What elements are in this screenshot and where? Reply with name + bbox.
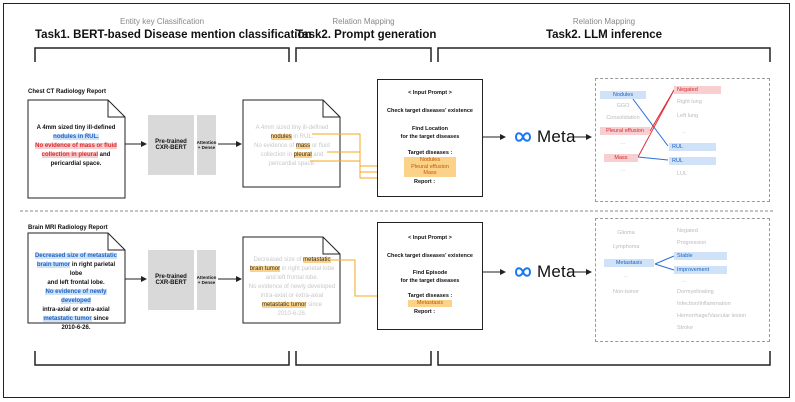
mri-prompt-targets-label: Target diseases :: [407, 293, 453, 299]
ct-prompt-targets-label: Target diseases :: [407, 150, 453, 156]
mri-bert-model: Pre-trained CXR-BERT: [148, 250, 194, 310]
meta-wordmark: Meta: [537, 262, 576, 281]
ct-opt-lul: LUL: [677, 171, 688, 177]
mri-doc-highlight-newly: No evidence of newly developed: [45, 289, 107, 304]
top-bracket-prompt: [295, 47, 432, 62]
meta-wordmark: Meta: [537, 127, 576, 146]
ct-report-title: Chest CT Radiology Report: [28, 89, 107, 95]
ct-doc-highlight-mass: No evidence of mass or fluid: [35, 143, 117, 149]
ct-opt-right-lung: Right lung: [677, 99, 702, 105]
mri-meta-logo: Meta: [513, 262, 576, 282]
ct-opt-rul: RUL: [669, 143, 716, 151]
ct-link-nodules-rul: [629, 94, 669, 147]
mri-opt-non-tumor: Non-tumor: [613, 289, 639, 295]
mri-target-list: Metastasis: [408, 300, 452, 307]
ct-prompt-box: < Input Prompt > Check target diseases' …: [377, 79, 483, 197]
ct-opt-mass: Mass: [604, 154, 638, 162]
mri-opt-ellipsis: ...: [681, 278, 687, 284]
ct-report-text: A 4mm sized tiny ill-defined nodules in …: [35, 125, 117, 167]
mri-opt-glioma: Glioma: [617, 230, 635, 236]
ct-target-item: Nodules: [419, 157, 441, 163]
mri-opt-stable: Stable: [674, 252, 727, 260]
ct-opt-negated: Negated: [674, 86, 721, 94]
mri-report-label: Report :: [414, 309, 436, 315]
ct-target-item: Pleural effusion: [411, 163, 449, 170]
ct-opt-ggo: GGO: [616, 103, 630, 109]
mri-classified-tumor: metastatic tumor: [261, 302, 307, 308]
ct-prompt-line: Check target diseases' existence: [387, 108, 473, 114]
mri-inference-box: [595, 218, 770, 342]
ct-prompt-line: Find Location: [411, 126, 449, 132]
mri-opt-metastasis: Metastasis: [604, 259, 654, 267]
ct-target-list: Nodules Pleural effusion Mass: [404, 157, 456, 177]
mri-link-metastasis-improvement: [654, 263, 675, 271]
bottom-bracket-task1: [34, 351, 290, 366]
mri-doc-highlight-tumor: metastatic tumor: [43, 316, 92, 322]
mri-target-item: Metastasis: [416, 300, 444, 306]
figure-frame: [3, 3, 790, 398]
mri-report-text: Decreased size of metastatic brain tumor…: [34, 253, 118, 331]
ct-doc-line: A 4mm sized tiny ill-defined: [36, 125, 116, 131]
col1-subtitle: Entity key Classification: [119, 17, 205, 26]
ct-report-label: Report :: [414, 179, 436, 185]
ct-bert-model: Pre-trained CXR-BERT: [148, 115, 194, 175]
mri-classified-text: Decreased size of metastatic brain tumor…: [248, 257, 336, 317]
ct-opt-consolidation: Consolidation: [606, 115, 640, 121]
mri-opt-lymphoma: Lymphoma: [612, 244, 640, 250]
mri-prompt-line: for the target diseases: [400, 278, 460, 284]
mri-opt-ellipsis: ...: [623, 273, 629, 279]
ct-classified-nodules: nodules: [270, 134, 292, 140]
ct-inference-box: [595, 78, 770, 202]
col2-title: Task2. Prompt generation: [296, 29, 437, 41]
ct-link-mass-rul: [637, 156, 669, 161]
ct-prompt-line: for the target diseases: [400, 134, 460, 140]
top-bracket-task1: [34, 47, 290, 62]
mri-doc-highlight-metastatic: Decreased size of metastatic: [34, 253, 118, 259]
ct-doc-highlight-nodules: nodules in RUL.: [53, 134, 99, 140]
mri-prompt-title: < Input Prompt >: [408, 235, 452, 241]
mri-prompt-box: < Input Prompt > Check target diseases' …: [377, 222, 483, 330]
ct-opt-rul-2: RUL: [669, 157, 716, 165]
mri-opt-progression: Progression: [677, 240, 707, 246]
col2-subtitle: Relation Mapping: [332, 17, 395, 26]
meta-infinity-icon: [514, 132, 532, 142]
ct-doc-line: pericardial space.: [50, 161, 102, 167]
ct-opt-ellipsis: ...: [620, 140, 626, 146]
ct-attention-dense: Attention + Dense: [197, 115, 216, 175]
top-bracket-llm: [437, 47, 771, 62]
mri-classified-metastatic: metastatic: [303, 257, 331, 263]
ct-target-item: Mass: [423, 170, 437, 176]
ct-report-doc: [27, 99, 126, 199]
mri-link-metastasis-stable: [654, 255, 675, 265]
ct-meta-logo: Meta: [513, 127, 576, 147]
mri-opt-negated: Negated: [677, 228, 698, 234]
mri-opt-demyelinating: Dormyelinating: [677, 289, 714, 295]
mri-prompt-line: Find Episode: [412, 270, 448, 276]
mri-report-title: Brain MRI Radiology Report: [28, 225, 108, 231]
ct-opt-ellipsis: ...: [620, 167, 626, 173]
ct-classified-text: A 4mm sized tiny ill-defined nodules in …: [254, 125, 330, 167]
col3-title: Task2. LLM inference: [545, 29, 663, 41]
ct-link-mass-negated: [637, 89, 675, 158]
ct-doc-highlight-pleural: collection in pleural: [41, 152, 98, 158]
ct-opt-pleural-effusion: Pleural effusion: [600, 127, 650, 135]
ct-opt-left-lung: Left lung: [677, 113, 699, 119]
mri-opt-infection: Infection/Inflammation: [677, 301, 731, 307]
mri-opt-improvement: Improvement: [674, 266, 727, 274]
ct-classified-mass: mass: [295, 143, 311, 149]
bottom-bracket-prompt: [295, 351, 432, 366]
col3-subtitle: Relation Mapping: [572, 17, 636, 26]
col1-title: Task1. BERT-based Disease mention classi…: [35, 29, 312, 41]
ct-opt-nodules: Nodules: [600, 91, 646, 99]
ct-classified-pleural: pleural: [293, 152, 312, 158]
ct-prompt-title: < Input Prompt >: [408, 90, 452, 96]
meta-infinity-icon: [514, 267, 532, 277]
mri-prompt-line: Check target diseases' existence: [387, 253, 473, 259]
mri-attention-dense: Attention + Dense: [197, 250, 216, 310]
mri-opt-stroke: Stroke: [677, 325, 693, 331]
mri-opt-hemorrhage: Hemorrhage/Vascular lesion: [677, 313, 746, 319]
ct-opt-ellipsis: ...: [681, 129, 687, 135]
bottom-bracket-llm: [437, 351, 771, 366]
